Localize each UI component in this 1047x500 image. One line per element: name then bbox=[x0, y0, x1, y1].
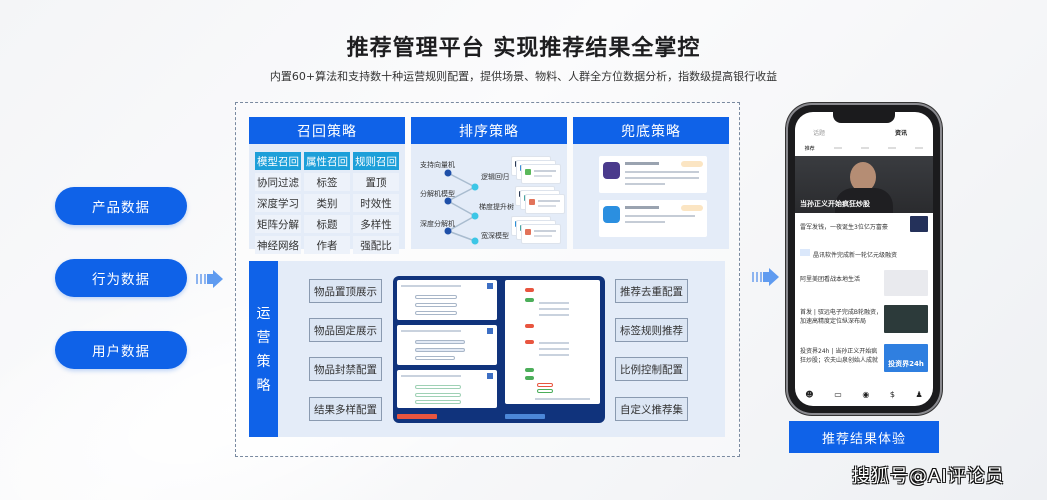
profile-icon[interactable]: ♟ bbox=[915, 389, 923, 399]
ratio-control-config-button[interactable]: 比例控制配置 bbox=[615, 357, 688, 381]
sort-model-diagram: 支持向量机 分解机模型 深度分解机 逻辑回归 梯度提升树 宽深模型 bbox=[411, 144, 567, 249]
camera-icon[interactable]: ◉ bbox=[862, 389, 870, 399]
sort-model-label: 支持向量机 bbox=[420, 161, 455, 169]
data-source-label: 产品数据 bbox=[92, 200, 150, 216]
topic-tab[interactable]: 话题 bbox=[813, 130, 826, 137]
recall-strategy-title: 召回策略 bbox=[249, 117, 405, 144]
recall-cell: 标题 bbox=[304, 215, 350, 233]
news-item[interactable]: 晶讯软件完成新一轮亿元级融资 bbox=[813, 252, 898, 259]
tag-rule-recommend-button[interactable]: 标签规则推荐 bbox=[615, 318, 688, 342]
recall-cell: 协同过滤 bbox=[255, 173, 301, 191]
recall-cell: 标签 bbox=[304, 173, 350, 191]
recall-header-rule: 规则召回 bbox=[353, 152, 399, 170]
watermark: 搜狐号@AI评论员 bbox=[852, 466, 1005, 487]
recall-cell: 神经网络 bbox=[255, 236, 301, 254]
sort-strategy-title: 排序策略 bbox=[411, 117, 567, 144]
model-connection-lines bbox=[444, 169, 479, 245]
finance-icon[interactable]: $ bbox=[889, 389, 895, 399]
recommendation-card-stack bbox=[515, 186, 567, 214]
fallback-card bbox=[599, 156, 707, 193]
dedup-config-button[interactable]: 推荐去重配置 bbox=[615, 279, 688, 303]
headline-hero[interactable]: 当孙正义开始疯狂炒股 bbox=[795, 156, 933, 213]
category-tab-recommend[interactable]: 推荐 bbox=[804, 146, 815, 152]
title-char: 运 bbox=[256, 306, 271, 322]
block-config-table bbox=[397, 370, 497, 408]
title-char: 略 bbox=[256, 378, 271, 394]
save-config-button[interactable] bbox=[397, 414, 437, 419]
phone-top-bar: 话题 资讯 bbox=[795, 128, 933, 140]
phone-bottom-nav: ☻ ▭ ◉ $ ♟ bbox=[795, 387, 933, 401]
flow-arrow-icon bbox=[752, 268, 782, 286]
news-item[interactable]: 首发 | 驭远电子完成B轮融资，加速高精度定位纵深布局 bbox=[800, 309, 882, 325]
news-item[interactable]: 阿里美团看战本地生活 bbox=[800, 276, 861, 283]
recall-cell: 时效性 bbox=[353, 194, 399, 212]
phone-category-tabs: 推荐 bbox=[795, 145, 933, 155]
page-title: 推荐管理平台 实现推荐结果全掌控 bbox=[346, 36, 701, 61]
recall-strategy-grid: 模型召回 属性召回 规则召回 协同过滤 标签 置顶 深度学习 类别 时效性 矩阵… bbox=[249, 144, 405, 254]
news-tab[interactable]: 资讯 bbox=[895, 130, 908, 137]
data-source-product[interactable]: 产品数据 bbox=[55, 187, 187, 225]
item-pin-display-button[interactable]: 物品置顶展示 bbox=[309, 279, 382, 303]
sort-output-label: 逻辑回归 bbox=[481, 173, 509, 181]
news-item[interactable]: 雷军发钱，一夜诞生3位亿万富豪 bbox=[800, 224, 888, 231]
recall-cell: 类别 bbox=[304, 194, 350, 212]
recall-cell: 矩阵分解 bbox=[255, 215, 301, 233]
recommendation-experience-button[interactable]: 推荐结果体验 bbox=[789, 421, 939, 453]
recall-strategy-panel: 召回策略 模型召回 属性召回 规则召回 协同过滤 标签 置顶 深度学习 类别 时… bbox=[249, 117, 405, 254]
recall-cell: 强配比 bbox=[353, 236, 399, 254]
sort-strategy-panel: 排序策略 支持向量机 分解机模型 深度分解机 逻辑回归 梯度提升树 宽深模型 bbox=[411, 117, 567, 249]
news-thumbnail bbox=[884, 305, 928, 333]
title-char: 营 bbox=[256, 330, 271, 346]
app-icon bbox=[603, 206, 620, 223]
fallback-strategy-title: 兜底策略 bbox=[573, 117, 729, 144]
recall-header-model: 模型召回 bbox=[255, 152, 301, 170]
hero-caption: 当孙正义开始疯狂炒股 bbox=[800, 200, 870, 208]
recommendation-card-stack bbox=[511, 216, 563, 244]
message-icon[interactable]: ▭ bbox=[834, 389, 842, 399]
sort-output-label: 宽深模型 bbox=[481, 232, 509, 240]
news-item[interactable]: 投资界24h | 当孙正义开始疯狂炒股；农夫山泉创始人成就 bbox=[800, 348, 879, 364]
community-icon[interactable]: ☻ bbox=[805, 389, 814, 399]
phone-notch bbox=[833, 112, 895, 123]
page-subtitle: 内置60+算法和支持数十种运营规则配置，提供场景、物料、人群全方位数据分析，指数… bbox=[269, 70, 778, 83]
recall-cell: 多样性 bbox=[353, 215, 399, 233]
config-screenshot bbox=[393, 276, 605, 423]
result-diversity-config-button[interactable]: 结果多样配置 bbox=[309, 397, 382, 421]
sort-model-label: 深度分解机 bbox=[420, 220, 455, 228]
flow-arrow-icon bbox=[196, 270, 226, 288]
sort-model-label: 分解机模型 bbox=[420, 190, 455, 198]
title-char: 策 bbox=[256, 354, 271, 370]
rule-config-button[interactable] bbox=[505, 414, 545, 419]
data-source-label: 用户数据 bbox=[92, 344, 150, 360]
recall-cell: 作者 bbox=[304, 236, 350, 254]
fallback-strategy-panel: 兜底策略 bbox=[573, 117, 729, 249]
item-fixed-display-button[interactable]: 物品固定展示 bbox=[309, 318, 382, 342]
rule-config-form bbox=[505, 280, 600, 404]
data-source-behavior[interactable]: 行为数据 bbox=[55, 259, 187, 297]
sort-output-label: 梯度提升树 bbox=[479, 203, 514, 211]
news-thumbnail bbox=[910, 216, 928, 232]
news-thumbnail: 投资界24h bbox=[884, 344, 928, 372]
recall-header-attribute: 属性召回 bbox=[304, 152, 350, 170]
item-block-config-button[interactable]: 物品封禁配置 bbox=[309, 357, 382, 381]
pin-config-table bbox=[397, 280, 497, 320]
data-source-user[interactable]: 用户数据 bbox=[55, 331, 187, 369]
custom-recommend-set-button[interactable]: 自定义推荐集 bbox=[615, 397, 688, 421]
phone-screen: 话题 资讯 推荐 当孙正义开始疯狂炒股 雷军发钱，一夜诞生3位亿万富豪 晶讯软件… bbox=[795, 112, 933, 406]
data-source-label: 行为数据 bbox=[92, 272, 150, 288]
recall-cell: 置顶 bbox=[353, 173, 399, 191]
operations-strategy-title: 运 营 策 略 bbox=[249, 261, 278, 437]
recall-cell: 深度学习 bbox=[255, 194, 301, 212]
news-thumbnail bbox=[884, 270, 928, 296]
fixed-config-table bbox=[397, 325, 497, 365]
app-icon bbox=[603, 162, 620, 179]
fallback-card bbox=[599, 200, 707, 237]
phone-mockup: 话题 资讯 推荐 当孙正义开始疯狂炒股 雷军发钱，一夜诞生3位亿万富豪 晶讯软件… bbox=[788, 105, 940, 413]
recommendation-card-stack bbox=[511, 156, 563, 184]
news-source-icon bbox=[800, 249, 810, 256]
